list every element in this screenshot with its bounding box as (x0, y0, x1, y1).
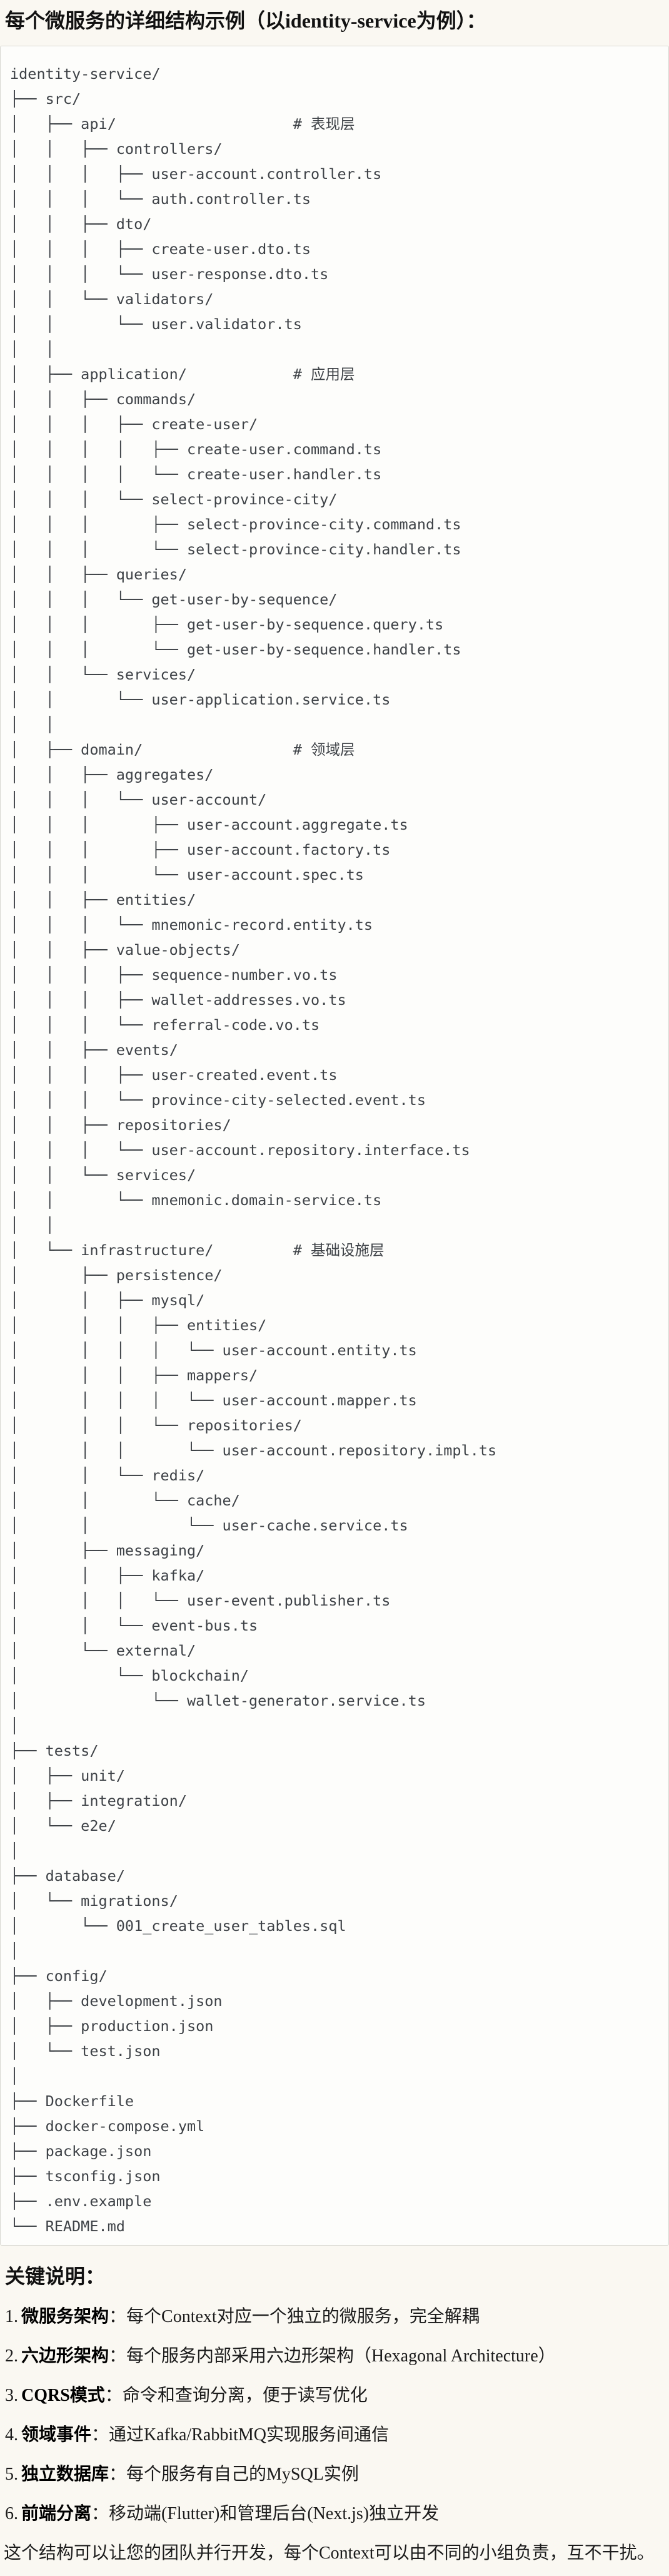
note-item: 1.微服务架构：每个Context对应一个独立的微服务，完全解耦 (5, 2305, 664, 2329)
closing-paragraph: 这个结构可以让您的团队并行开发，每个Context可以由不同的小组负责，互不干扰… (4, 2543, 655, 2563)
document-page: 每个微服务的详细结构示例（以identity-service为例）： ident… (0, 8, 669, 2565)
note-item: 2.六边形架构：每个服务内部采用六边形架构（Hexagonal Architec… (5, 2344, 664, 2368)
note-label: 前端分离 (21, 2504, 92, 2524)
note-label: 微服务架构 (21, 2307, 109, 2327)
note-number: 4. (5, 2425, 18, 2445)
note-colon: ： (104, 2386, 123, 2406)
note-text: 命令和查询分离，便于读写优化 (122, 2386, 368, 2406)
note-text: 通过Kafka/RabbitMQ实现服务间通信 (109, 2425, 389, 2445)
note-number: 5. (5, 2465, 18, 2485)
note-text: 每个Context对应一个独立的微服务，完全解耦 (126, 2307, 480, 2327)
note-text: 移动端(Flutter)和管理后台(Next.js)独立开发 (109, 2504, 440, 2524)
note-text: 每个服务内部采用六边形架构（Hexagonal Architecture） (126, 2346, 556, 2366)
notes-heading: 关键说明： (5, 2265, 106, 2288)
note-item: 5.独立数据库：每个服务有自己的MySQL实例 (5, 2463, 664, 2487)
note-item: 4.领域事件：通过Kafka/RabbitMQ实现服务间通信 (5, 2423, 664, 2447)
page-title: 每个微服务的详细结构示例（以identity-service为例）： (5, 9, 486, 32)
notes-list: 1.微服务架构：每个Context对应一个独立的微服务，完全解耦 2.六边形架构… (0, 2305, 669, 2526)
note-colon: ： (91, 2425, 109, 2445)
note-number: 6. (5, 2504, 18, 2524)
note-label: CQRS模式 (21, 2386, 105, 2406)
note-label: 独立数据库 (21, 2465, 109, 2485)
note-colon: ： (109, 2307, 127, 2327)
note-number: 3. (5, 2386, 18, 2406)
note-number: 2. (5, 2346, 18, 2366)
note-label: 领域事件 (21, 2425, 92, 2445)
note-colon: ： (109, 2346, 127, 2366)
note-label: 六边形架构 (21, 2346, 109, 2366)
directory-tree-code-block: identity-service/ ├── src/ │ ├── api/ # … (0, 46, 669, 2246)
note-item: 3.CQRS模式：命令和查询分离，便于读写优化 (5, 2384, 664, 2408)
note-colon: ： (109, 2465, 127, 2485)
note-number: 1. (5, 2307, 18, 2327)
note-colon: ： (91, 2504, 109, 2524)
note-text: 每个服务有自己的MySQL实例 (126, 2465, 359, 2485)
note-item: 6.前端分离：移动端(Flutter)和管理后台(Next.js)独立开发 (5, 2502, 664, 2526)
